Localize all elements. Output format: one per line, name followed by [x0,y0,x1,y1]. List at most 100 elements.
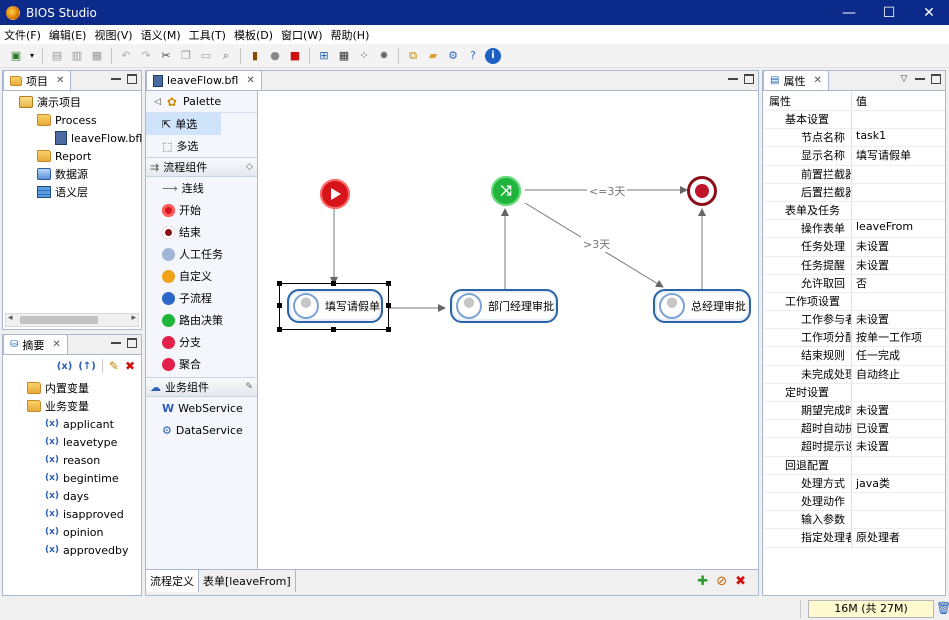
property-value[interactable]: 已设置 [856,422,889,436]
stop-icon[interactable]: ■ [289,49,301,62]
scroll-left-icon[interactable]: ◂ [8,313,13,323]
property-row[interactable]: 指定处理者原处理者 [763,529,945,548]
menu-semantic[interactable]: 语义(M) [140,28,181,42]
grid-icon[interactable]: ▦ [338,49,350,62]
palette-item-connection[interactable]: ⟶连线 [162,181,204,196]
palette-item-subprocess[interactable]: 子流程 [146,287,257,309]
property-value[interactable]: 自动终止 [856,367,900,381]
tree-item-semantic-layer[interactable]: 语义层 [9,183,137,201]
tab-project[interactable]: 项目 ✕ [3,70,72,90]
property-value[interactable]: 否 [856,276,867,290]
minimize-button[interactable]: — [842,4,856,21]
tab-properties[interactable]: ▤ 属性 ✕ [763,70,829,90]
menu-file[interactable]: 文件(F) [4,28,41,42]
property-value[interactable]: 按单一工作项 [856,331,922,345]
property-row[interactable]: 输入参数 [763,511,945,530]
property-group-row[interactable]: 工作项设置 [763,292,945,312]
maximize-panel-icon[interactable] [127,74,137,84]
cut-icon[interactable]: ✂ [161,49,171,62]
decision-node[interactable]: ⤨ [491,176,521,206]
undo-icon[interactable]: ↶ [121,49,131,62]
validate-icon[interactable]: ⊘ [716,574,728,589]
start-node[interactable] [320,179,350,209]
property-value[interactable] [852,166,945,183]
palette-tool-marquee[interactable]: ⬚ 多选 [162,139,199,154]
find-icon[interactable]: ⌕ [222,48,230,62]
property-value[interactable]: 未设置 [856,240,889,254]
tab-flow-definition[interactable]: 流程定义 [146,570,199,592]
close-tab-icon[interactable]: ✕ [813,75,822,86]
property-row[interactable]: 前置拦截器 [763,165,945,184]
refresh-variable-icon[interactable]: (↑) [78,360,96,372]
info-icon[interactable]: i [485,47,501,64]
property-value[interactable]: java类 [856,476,891,490]
property-value[interactable]: 原处理者 [856,531,900,545]
run-icon[interactable]: ● [270,49,280,62]
add-icon[interactable]: ✚ [697,574,709,589]
property-value[interactable] [852,511,945,528]
palette-header[interactable]: ◁ ✿ Palette [146,91,257,113]
redo-icon[interactable]: ↷ [141,49,151,62]
tree-item-process[interactable]: Process [9,111,137,129]
property-value[interactable]: leaveFrom [856,220,914,234]
settings-gear-icon[interactable]: ⚙ [448,49,458,62]
tab-leaveflow[interactable]: leaveFlow.bfl ✕ [146,70,262,90]
copy-icon[interactable]: ❐ [181,49,191,62]
print-icon[interactable]: ▦ [91,49,103,62]
property-value[interactable] [852,184,945,201]
palette-item-end[interactable]: 结束 [146,221,257,243]
menu-edit[interactable]: 编辑(E) [48,28,87,42]
property-row[interactable]: 处理动作 [763,492,945,512]
collapse-palette-icon[interactable]: ◁ [154,96,161,107]
scroll-right-icon[interactable]: ▸ [131,313,136,323]
end-node[interactable] [687,176,717,206]
memory-indicator[interactable]: 16M (共 27M) [808,600,934,618]
palette-tool-select[interactable]: ⇱ 单选 [146,113,221,135]
new-icon[interactable]: ▣ [10,49,22,62]
tree-item-report[interactable]: Report [9,147,137,165]
property-group-row[interactable]: 基本设置 [763,111,945,130]
minimize-panel-icon[interactable] [728,74,738,80]
property-row[interactable]: 未完成处理自动终止 [763,365,945,384]
property-row[interactable]: 结束规则任一完成 [763,347,945,366]
property-row[interactable]: 期望完成时未设置 [763,402,945,421]
variable-item[interactable]: (x)approvedby [45,543,129,557]
maximize-panel-icon[interactable] [744,74,754,84]
property-value[interactable]: task1 [856,129,887,143]
property-row[interactable]: 超时自动执已设置 [763,420,945,439]
snap-icon[interactable]: ⁘ [359,49,369,62]
variable-item[interactable]: (x)opinion [45,525,104,539]
group-toggle-icon[interactable]: ◇ [246,162,253,172]
tree-group-business[interactable]: 业务变量 [9,397,137,415]
close-tab-icon[interactable]: ✕ [56,75,65,86]
property-value[interactable]: 未设置 [856,258,889,272]
delete-icon[interactable]: ✖ [124,359,135,373]
menu-template[interactable]: 模板(D) [233,28,274,42]
palette-item-user-task[interactable]: 人工任务 [146,243,257,265]
variable-item[interactable]: (x)begintime [45,471,119,485]
horizontal-scrollbar[interactable]: ◂ ▸ [5,313,139,327]
zoom-icon[interactable]: ✸ [379,49,389,62]
add-variable-icon[interactable]: (x) [56,360,73,372]
property-group-row[interactable]: 定时设置 [763,383,945,402]
minimize-panel-icon[interactable] [915,74,925,80]
minimize-panel-icon[interactable] [111,74,121,80]
maximize-panel-icon[interactable] [127,338,137,348]
paste-icon[interactable]: ▭ [200,49,212,62]
property-group-row[interactable]: 回退配置 [763,456,945,475]
property-value[interactable]: 未设置 [856,440,889,454]
close-tab-icon[interactable]: ✕ [52,339,61,350]
menu-help[interactable]: 帮助(H) [330,28,370,42]
property-row[interactable]: 后置拦截器 [763,183,945,202]
diagram-canvas[interactable]: <=3天 >3天 ⤨ 填写请假单 部门经理审批 总经理审批 [259,91,758,569]
property-value[interactable]: 未设置 [856,313,889,327]
variable-item[interactable]: (x)applicant [45,417,114,431]
task-node-gm-approval[interactable]: 总经理审批 [653,289,751,323]
close-tab-icon[interactable]: ✕ [246,75,255,86]
tree-group-builtin[interactable]: 内置变量 [9,379,137,397]
property-row[interactable]: 工作项分配按单一工作项 [763,329,945,348]
task-node-dept-approval[interactable]: 部门经理审批 [450,289,558,323]
